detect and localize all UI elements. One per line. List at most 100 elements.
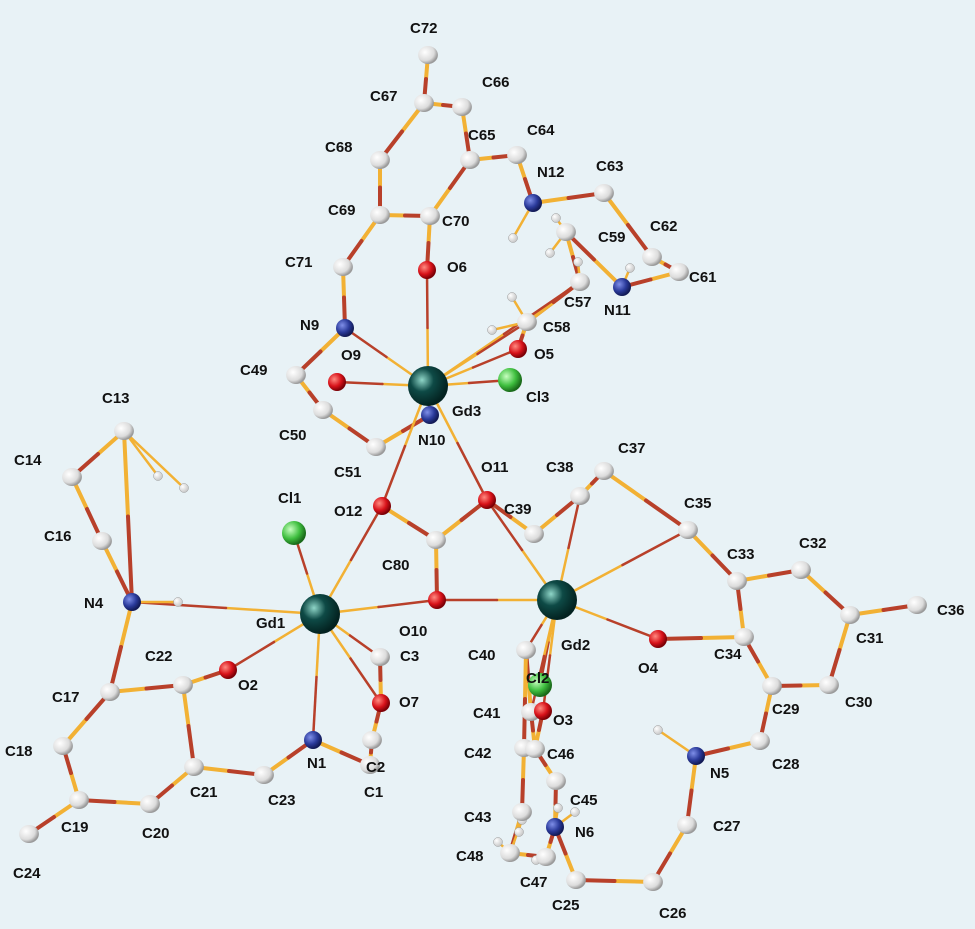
atom-C31 bbox=[840, 606, 860, 624]
atom-C47 bbox=[536, 848, 556, 866]
atom-C28 bbox=[750, 732, 770, 750]
bond-C13-H bbox=[122, 429, 160, 478]
atom-C50 bbox=[313, 401, 333, 419]
atom-label-C33: C33 bbox=[727, 546, 755, 563]
atom-label-N10: N10 bbox=[418, 432, 446, 449]
atom-O2 bbox=[219, 661, 237, 679]
atom-Gd2 bbox=[537, 580, 577, 620]
atom-C32 bbox=[791, 561, 811, 579]
atom-label-O6: O6 bbox=[447, 259, 467, 276]
atom-C65 bbox=[460, 151, 480, 169]
atom-C58 bbox=[517, 313, 537, 331]
atom-label-O12: O12 bbox=[334, 503, 362, 520]
hydrogen-atom-3 bbox=[573, 257, 583, 267]
bond-C13-N4 bbox=[126, 514, 134, 604]
atom-label-C62: C62 bbox=[650, 218, 678, 235]
atom-label-O11: O11 bbox=[481, 459, 509, 476]
atom-label-C70: C70 bbox=[442, 213, 470, 230]
atom-label-O7: O7 bbox=[399, 694, 419, 711]
atom-label-C80: C80 bbox=[382, 557, 410, 574]
atom-label-C23: C23 bbox=[268, 792, 296, 809]
atom-Gd1 bbox=[300, 594, 340, 634]
atom-label-C20: C20 bbox=[142, 825, 170, 842]
atom-C59 bbox=[556, 223, 576, 241]
atom-label-C48: C48 bbox=[456, 848, 484, 865]
atom-C16 bbox=[92, 532, 112, 550]
atom-C2 bbox=[362, 731, 382, 749]
atom-label-C57: C57 bbox=[564, 294, 592, 311]
atom-C36 bbox=[907, 596, 927, 614]
atom-label-C13: C13 bbox=[102, 390, 130, 407]
atom-C35 bbox=[678, 521, 698, 539]
atom-label-C43: C43 bbox=[464, 809, 492, 826]
atom-C19 bbox=[69, 791, 89, 809]
atom-label-C16: C16 bbox=[44, 528, 72, 545]
atom-label-O9: O9 bbox=[341, 347, 361, 364]
bond-Gd3-C58 bbox=[476, 320, 529, 356]
atom-C61 bbox=[669, 263, 689, 281]
atom-O11 bbox=[478, 491, 496, 509]
atom-label-C72: C72 bbox=[410, 20, 438, 37]
atom-label-C41: C41 bbox=[473, 705, 501, 722]
hydrogen-atom-7 bbox=[179, 483, 189, 493]
bond-Gd2-O4 bbox=[606, 618, 660, 641]
atom-C69 bbox=[370, 206, 390, 224]
atom-O12 bbox=[373, 497, 391, 515]
atom-C22 bbox=[173, 676, 193, 694]
atom-label-C32: C32 bbox=[799, 535, 827, 552]
atom-label-C29: C29 bbox=[772, 701, 800, 718]
atom-label-C65: C65 bbox=[468, 127, 496, 144]
atom-label-C18: C18 bbox=[5, 743, 33, 760]
hydrogen-atom-11 bbox=[553, 803, 563, 813]
atom-layer bbox=[19, 46, 927, 891]
bond-Gd3-O6 bbox=[425, 268, 429, 330]
hydrogen-atom-5 bbox=[507, 292, 517, 302]
atom-label-C67: C67 bbox=[370, 88, 398, 105]
atom-label-N9: N9 bbox=[300, 317, 319, 334]
atom-label-C69: C69 bbox=[328, 202, 356, 219]
atom-N1 bbox=[304, 731, 322, 749]
atom-label-C14: C14 bbox=[14, 452, 42, 469]
atom-O5 bbox=[509, 340, 527, 358]
atom-label-N1: N1 bbox=[307, 755, 326, 772]
atom-label-C40: C40 bbox=[468, 647, 496, 664]
atom-label-C30: C30 bbox=[845, 694, 873, 711]
hydrogen-atom-10 bbox=[653, 725, 663, 735]
atom-label-C28: C28 bbox=[772, 756, 800, 773]
hydrogen-atom-13 bbox=[570, 807, 580, 817]
atom-label-C31: C31 bbox=[856, 630, 884, 647]
atom-C51 bbox=[366, 438, 386, 456]
bond-C13-N4 bbox=[122, 429, 130, 519]
atom-Cl2 bbox=[528, 673, 552, 697]
atom-C64 bbox=[507, 146, 527, 164]
atom-label-C51: C51 bbox=[334, 464, 362, 481]
atom-label-C37: C37 bbox=[618, 440, 646, 457]
atom-label-C26: C26 bbox=[659, 905, 687, 922]
atom-N11 bbox=[613, 278, 631, 296]
atom-C39 bbox=[524, 525, 544, 543]
atom-label-C17: C17 bbox=[52, 689, 80, 706]
atom-label-C36: C36 bbox=[937, 602, 965, 619]
atom-C68 bbox=[370, 151, 390, 169]
bond-Gd3-O12 bbox=[380, 444, 407, 508]
bond-C13-H bbox=[122, 429, 186, 490]
bond-Gd1-N1 bbox=[311, 675, 318, 742]
atom-C30 bbox=[819, 676, 839, 694]
atom-label-C3: C3 bbox=[400, 648, 419, 665]
atom-N9 bbox=[336, 319, 354, 337]
hydrogen-atom-8 bbox=[153, 471, 163, 481]
atom-label-C42: C42 bbox=[464, 745, 492, 762]
atom-Gd3 bbox=[408, 366, 448, 406]
atom-C46 bbox=[525, 740, 545, 758]
atom-N12 bbox=[524, 194, 542, 212]
atom-O7 bbox=[372, 694, 390, 712]
atom-label-C63: C63 bbox=[596, 158, 624, 175]
atom-C38 bbox=[570, 487, 590, 505]
atom-label-C50: C50 bbox=[279, 427, 307, 444]
atom-label-C2: C2 bbox=[366, 759, 385, 776]
atom-C23 bbox=[254, 766, 274, 784]
atom-label-C35: C35 bbox=[684, 495, 712, 512]
atom-label-C46: C46 bbox=[547, 746, 575, 763]
hydrogen-atom-6 bbox=[487, 325, 497, 335]
